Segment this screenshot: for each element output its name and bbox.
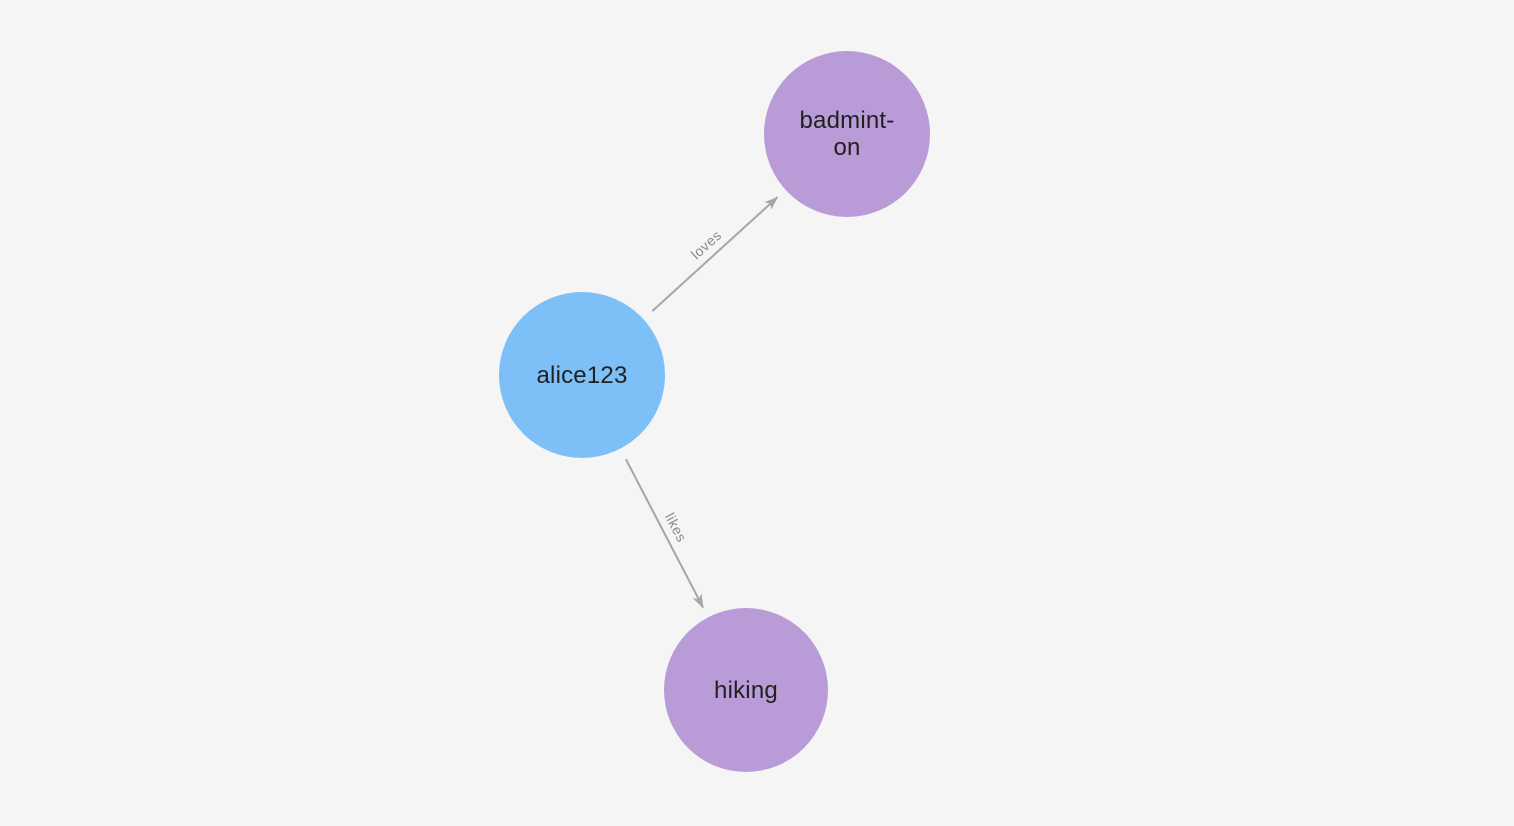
node-label-line: alice123 — [536, 361, 628, 389]
node-label: alice123 — [536, 362, 627, 389]
edge-alice123-badminton[interactable] — [651, 196, 779, 312]
node-label-line: badmint- — [799, 107, 895, 134]
node-label: badmint-on — [800, 107, 895, 161]
node-label: hiking — [714, 677, 778, 704]
edge-label-likes: likes — [662, 510, 690, 544]
graph-node-badminton[interactable]: badmint-on — [764, 51, 930, 217]
edge-label-loves: loves — [688, 227, 725, 263]
graph-node-hiking[interactable]: hiking — [664, 608, 828, 772]
node-label-line: on — [833, 134, 861, 161]
graph-node-alice123[interactable]: alice123 — [499, 292, 665, 458]
node-label-line: hiking — [714, 676, 778, 704]
edge-alice123-hiking[interactable] — [624, 458, 704, 609]
